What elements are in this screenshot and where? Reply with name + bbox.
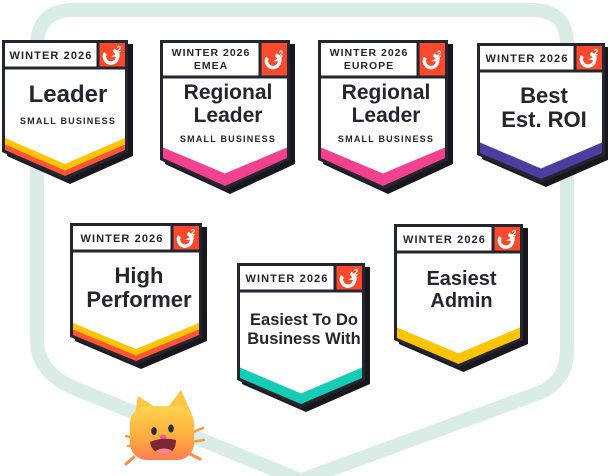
- badge-face: [73, 226, 199, 349]
- badge-subtitle: SMALL BUSINESS: [179, 133, 277, 144]
- cat-paws: [124, 452, 202, 466]
- badge-shape: [237, 263, 370, 412]
- badge-shape: [160, 40, 295, 194]
- badge-header: WINTER 2026: [480, 46, 574, 71]
- badge-season: WINTER 2026: [402, 233, 486, 246]
- badge-header: WINTER 2026: [73, 226, 171, 251]
- badge-best-est-roi: WINTER 2026 Best Est. ROI: [477, 43, 608, 189]
- cat-head: [130, 406, 194, 460]
- cat-tongue: [155, 448, 173, 455]
- badge-season: WINTER 2026: [80, 232, 164, 245]
- badge-header: WINTER 2026 EMEA: [163, 43, 259, 76]
- badge-face: [480, 46, 602, 169]
- badge-title: Easiest To Do Business With: [247, 310, 361, 348]
- badge-shape: [70, 223, 207, 369]
- badge-high-performer: WINTER 2026 High Performer: [70, 223, 208, 371]
- badge-title: Leader: [28, 80, 108, 108]
- badge-body: Regional Leader SMALL BUSINESS: [166, 77, 290, 149]
- badge-subtitle: SMALL BUSINESS: [19, 116, 117, 127]
- badge-region: EMEA: [193, 59, 229, 72]
- badge-face: [240, 266, 362, 394]
- badge-title: High Performer: [86, 263, 192, 312]
- badge-body: Easiest To Do Business With: [243, 291, 365, 369]
- journey-path-line: [30, 3, 574, 476]
- badge-title: Regional Leader: [183, 81, 273, 127]
- cat-eye-left: [151, 427, 157, 435]
- badge-easiest-to-do-business-with: WINTER 2026 Easiest To Do Business With: [237, 263, 371, 414]
- badge-body: Regional Leader SMALL BUSINESS: [324, 77, 448, 149]
- badge-header: WINTER 2026: [397, 227, 492, 252]
- badge-header: WINTER 2026: [5, 43, 97, 68]
- badge-title: Regional Leader: [341, 81, 431, 127]
- badge-shape: [318, 40, 453, 194]
- badge-header: WINTER 2026 EUROPE: [321, 43, 417, 76]
- badge-leader: WINTER 2026 Leader SMALL BUSINESS: [2, 40, 134, 186]
- badge-season: WINTER 2026: [329, 47, 409, 59]
- badge-title: Easiest Admin: [426, 268, 497, 312]
- badge-shape: [477, 43, 608, 187]
- badge-title: Best Est. ROI: [501, 82, 587, 132]
- badge-face: [397, 227, 520, 354]
- badge-body: Easiest Admin: [400, 252, 523, 329]
- badge-season: WINTER 2026: [171, 47, 251, 59]
- cat-mascot-illustration: [124, 390, 206, 466]
- badge-body: Best Est. ROI: [483, 71, 605, 144]
- badge-body: High Performer: [76, 251, 202, 325]
- badge-body: Leader SMALL BUSINESS: [8, 68, 128, 140]
- badge-season: WINTER 2026: [9, 49, 93, 62]
- cat-eye-right: [168, 424, 174, 433]
- badge-region: EUROPE: [343, 59, 395, 72]
- badge-easiest-admin: WINTER 2026 Easiest Admin: [394, 224, 529, 374]
- badge-face: [5, 43, 125, 164]
- badge-header: WINTER 2026: [240, 266, 334, 291]
- badge-shape: [2, 40, 133, 184]
- badge-season: WINTER 2026: [485, 52, 569, 65]
- badge-subtitle: SMALL BUSINESS: [337, 133, 435, 144]
- badge-shape: [394, 224, 528, 372]
- badge-regional-leader-europe: WINTER 2026 EUROPE Regional Leader SMALL…: [318, 40, 454, 196]
- badge-regional-leader-emea: WINTER 2026 EMEA Regional Leader SMALL B…: [160, 40, 296, 196]
- badge-season: WINTER 2026: [245, 272, 329, 285]
